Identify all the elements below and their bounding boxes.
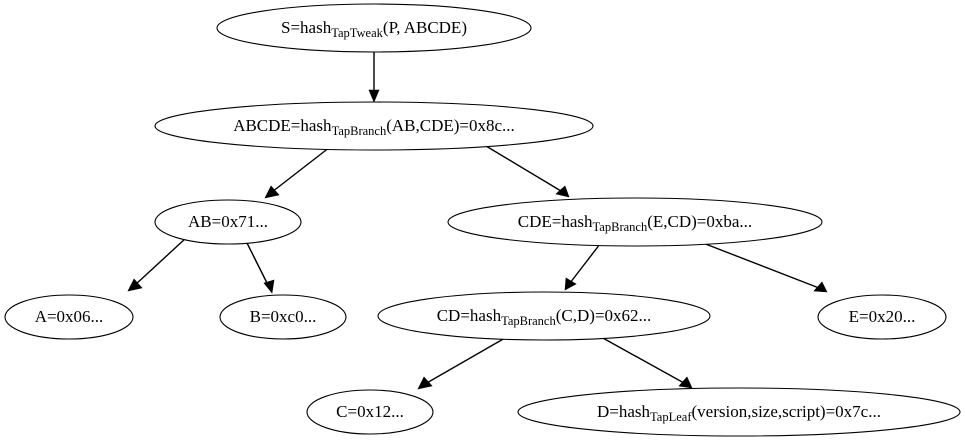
edge-cde-to-cd (564, 243, 601, 291)
edge-layer (127, 52, 828, 390)
edge-line (485, 145, 562, 192)
edge-line (600, 336, 685, 384)
node-label: CDE=hashTapBranch(E,CD)=0xba... (518, 212, 752, 234)
node-label: ABCDE=hashTapBranch(AB,CDE)=0x8c... (233, 116, 515, 138)
node-outline (447, 197, 823, 247)
edge-line (424, 337, 506, 385)
edge-s-to-abcde (368, 52, 380, 103)
node-label: E=0x20... (849, 307, 916, 326)
node-label: CD=hashTapBranch(C,D)=0x62... (437, 306, 652, 328)
edge-line (569, 243, 601, 284)
node-label: D=hashTapLeaf(version,size,script)=0x7c.… (597, 402, 881, 424)
node-label: S=hashTapTweak(P, ABCDE) (281, 18, 467, 40)
node-abcde[interactable]: ABCDE=hashTapBranch(AB,CDE)=0x8c... (154, 101, 594, 151)
node-a[interactable]: A=0x06... (4, 294, 134, 340)
edge-line (702, 242, 820, 289)
node-outline (216, 3, 532, 53)
edge-abcde-to-ab (264, 146, 331, 199)
arrowhead-icon (417, 376, 433, 390)
edge-ab-to-a (127, 237, 187, 292)
node-s[interactable]: S=hashTapTweak(P, ABCDE) (216, 3, 532, 53)
node-outline (4, 294, 134, 340)
node-label: A=0x06... (35, 307, 104, 326)
node-outline (306, 389, 434, 435)
edge-line (246, 242, 269, 286)
node-cde[interactable]: CDE=hashTapBranch(E,CD)=0xba... (447, 197, 823, 247)
node-outline (219, 294, 347, 340)
node-d[interactable]: D=hashTapLeaf(version,size,script)=0x7c.… (517, 387, 961, 437)
edge-ab-to-b (246, 242, 275, 294)
arrowhead-icon (263, 279, 275, 294)
arrowhead-icon (555, 185, 570, 198)
edge-cde-to-e (702, 242, 828, 293)
edge-cd-to-c (417, 337, 506, 390)
node-layer: S=hashTapTweak(P, ABCDE) ABCDE=hashTapBr… (4, 3, 961, 437)
node-label: B=0xc0... (250, 307, 317, 326)
arrowhead-icon (564, 277, 577, 291)
node-b[interactable]: B=0xc0... (219, 294, 347, 340)
node-outline (154, 101, 594, 151)
node-e[interactable]: E=0x20... (817, 294, 947, 340)
node-outline (517, 387, 961, 437)
edge-line (271, 146, 331, 193)
arrowhead-icon (127, 278, 143, 292)
edge-abcde-to-cde (485, 145, 570, 198)
node-outline (377, 291, 711, 341)
node-c[interactable]: C=0x12... (306, 389, 434, 435)
node-outline (154, 199, 302, 245)
edge-line (134, 237, 187, 286)
arrowhead-icon (368, 89, 380, 103)
node-label: AB=0x71... (188, 212, 268, 231)
node-ab[interactable]: AB=0x71... (154, 199, 302, 245)
node-label: C=0x12... (336, 402, 404, 421)
arrowhead-icon (813, 281, 828, 293)
node-cd[interactable]: CD=hashTapBranch(C,D)=0x62... (377, 291, 711, 341)
node-outline (817, 294, 947, 340)
edge-cd-to-d (600, 336, 693, 389)
arrowhead-icon (678, 376, 693, 389)
arrowhead-icon (264, 185, 280, 199)
